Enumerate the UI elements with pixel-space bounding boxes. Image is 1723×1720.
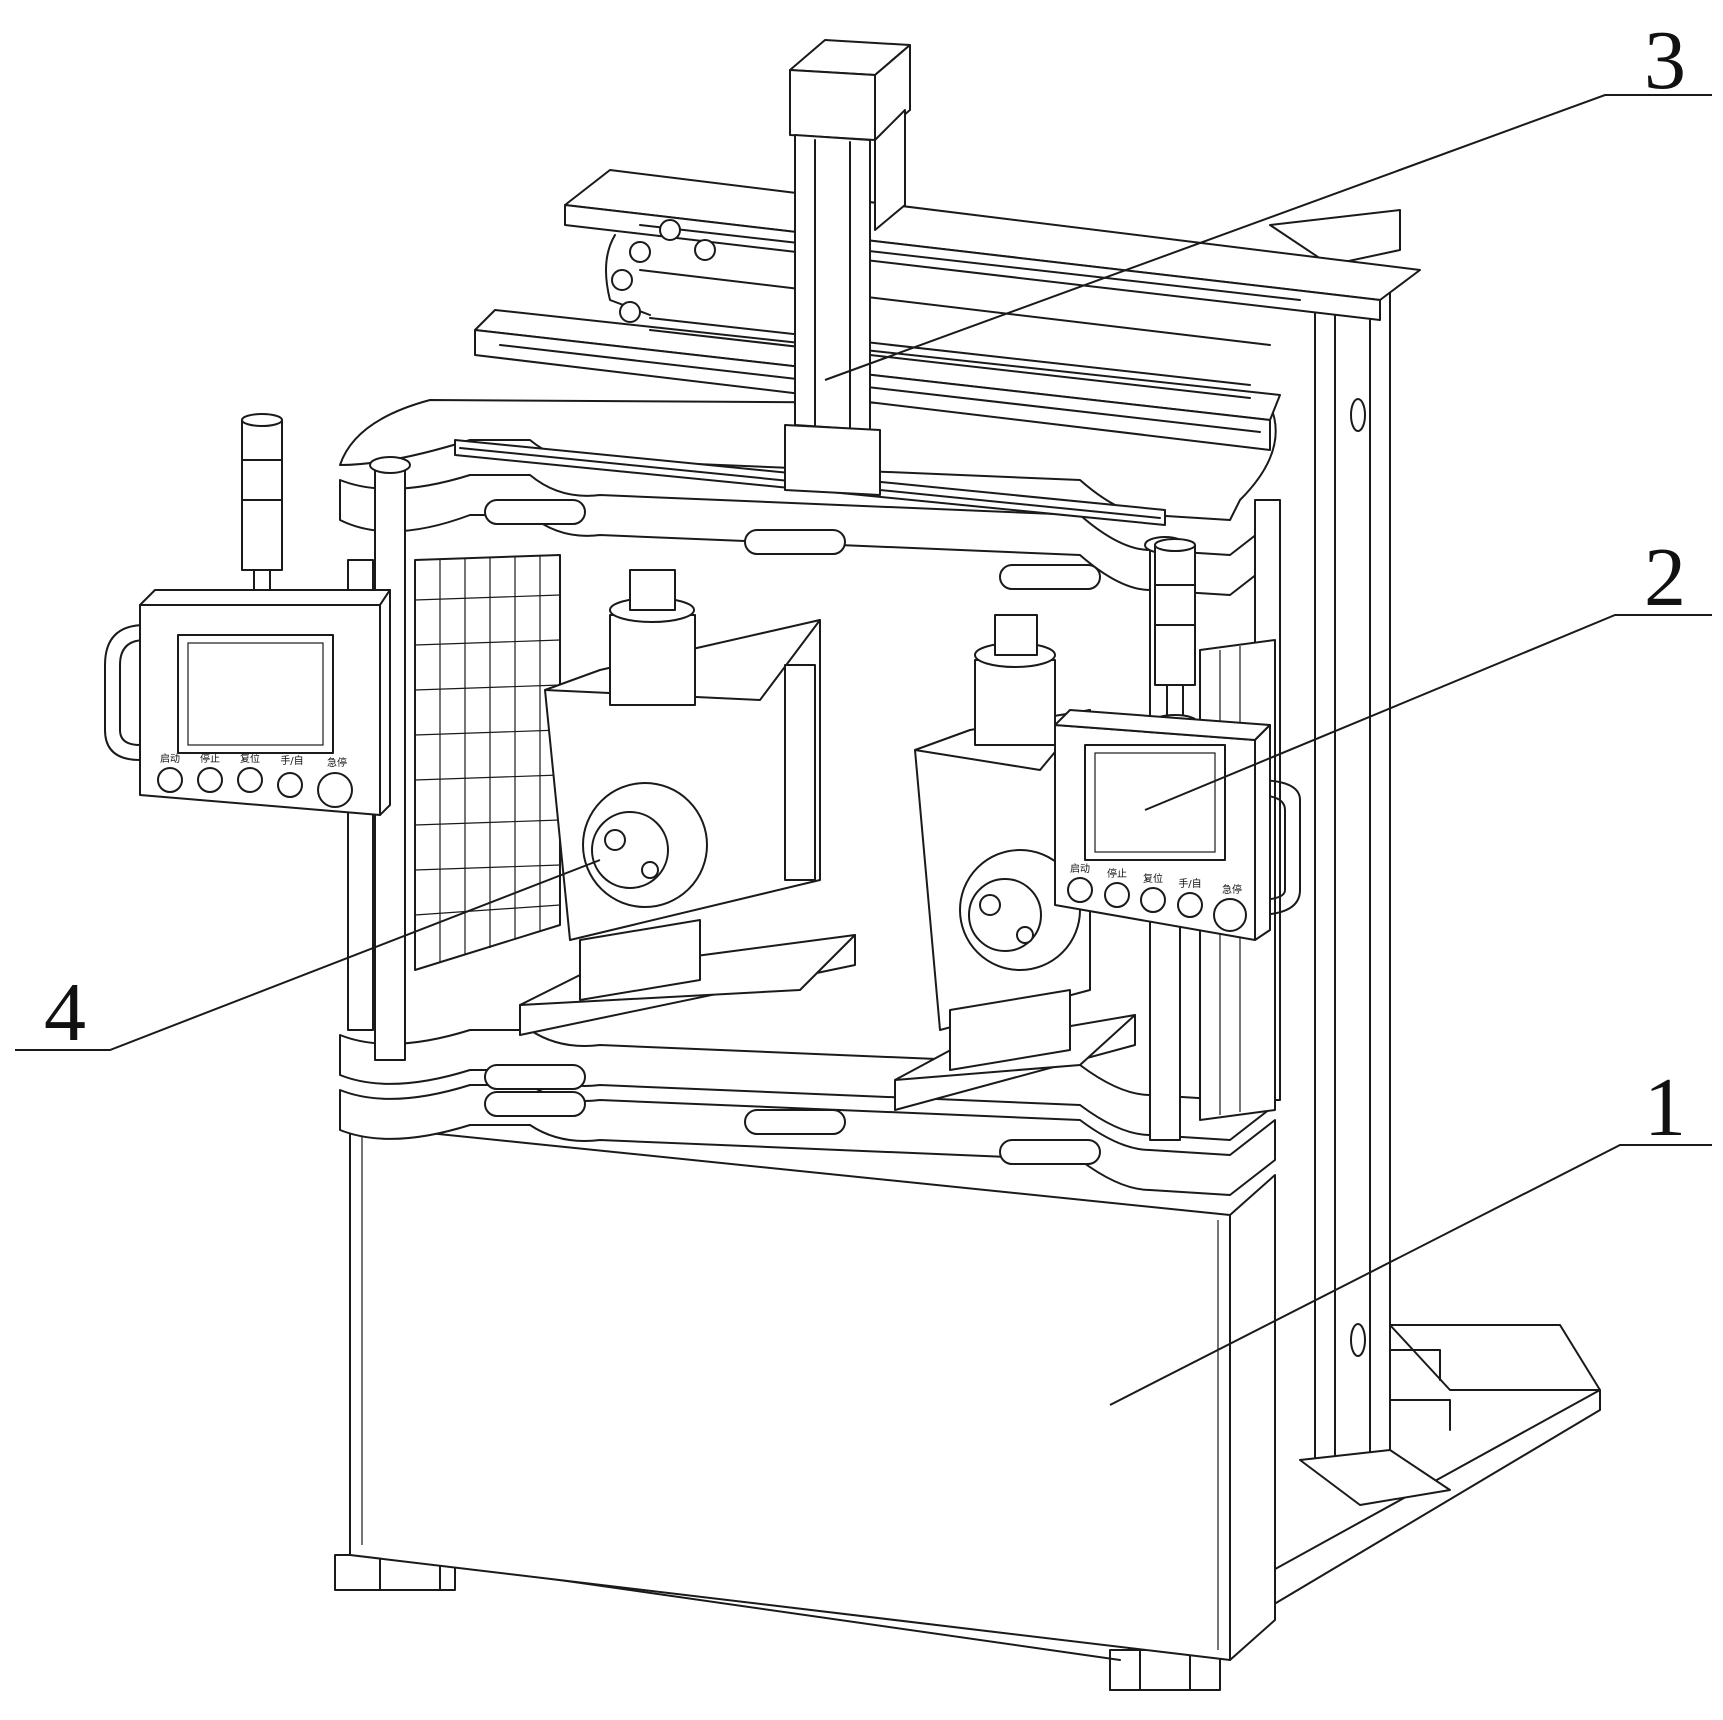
signal-tower-left <box>239 413 285 616</box>
leader-2 <box>1144 614 1712 811</box>
callout-3: 3 <box>1644 14 1686 107</box>
drag-chain <box>605 219 1251 399</box>
hmi-screen-right <box>1084 744 1226 861</box>
lower-plate <box>339 1084 1276 1196</box>
button-label-estop-right: 急停 <box>1222 883 1242 896</box>
vertical-axis <box>784 39 911 496</box>
button-label-reset-right: 复位 <box>1143 872 1163 885</box>
fixture-left <box>519 569 856 1036</box>
callout-2: 2 <box>1644 531 1686 624</box>
button-label-stop: 停止 <box>200 752 220 765</box>
top-beams <box>564 169 1421 346</box>
leader-4 <box>15 859 601 1051</box>
button-label-mode: 手/自 <box>280 754 303 767</box>
callout-1: 1 <box>1644 1061 1686 1154</box>
leader-1 <box>1109 1144 1712 1406</box>
gantry-module <box>454 39 1281 526</box>
leader-3 <box>824 94 1712 381</box>
hmi-screen-left <box>177 634 334 754</box>
control-panel-right: 启动 停止 复位 手/自 急停 <box>1054 709 1301 941</box>
base-cabinet <box>349 1124 1276 1661</box>
callout-labels: 1 2 3 4 <box>44 14 1686 1154</box>
button-label-start-right: 启动 <box>1070 862 1090 875</box>
panel-left-buttons: 启动 停止 复位 手/自 急停 <box>157 752 353 808</box>
button-label-mode-right: 手/自 <box>1178 877 1201 890</box>
fixture-right <box>894 614 1136 1111</box>
callout-leaders <box>15 94 1712 1406</box>
button-label-estop: 急停 <box>327 756 347 769</box>
signal-tower-right <box>1152 538 1198 730</box>
control-panel-left: 启动 停止 复位 手/自 急停 <box>104 589 391 816</box>
panel-right-buttons: 启动 停止 复位 手/自 急停 <box>1067 862 1247 932</box>
button-label-start: 启动 <box>160 752 180 765</box>
button-label-stop-right: 停止 <box>1107 867 1127 880</box>
callout-4: 4 <box>44 966 86 1059</box>
button-label-reset: 复位 <box>240 752 260 765</box>
